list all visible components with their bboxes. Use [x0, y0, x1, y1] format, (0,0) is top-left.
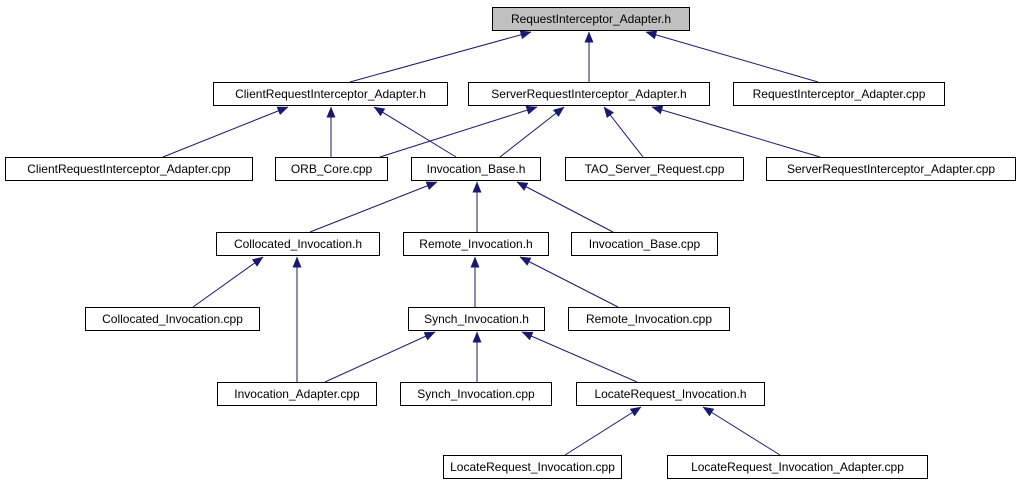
- edge-collocated-invocation-h-to-invocation-base-h: [309, 181, 438, 233]
- edge-remote-invocation-cpp-to-remote-invocation-h: [519, 256, 619, 308]
- graph-node-invocation-base-h[interactable]: Invocation_Base.h: [411, 157, 541, 181]
- graph-node-collocated-invocation-cpp[interactable]: Collocated_Invocation.cpp: [85, 307, 260, 331]
- graph-node-synch-invocation-h[interactable]: Synch_Invocation.h: [408, 307, 545, 331]
- edge-locaterequest-invocation-cpp-to-locaterequest-invocation-h: [564, 406, 642, 456]
- edge-locaterequest-invocation-adapter-cpp-to-locaterequest-invocation-h: [702, 406, 781, 456]
- graph-node-request-interceptor-adapter-cpp[interactable]: RequestInterceptor_Adapter.cpp: [733, 82, 945, 106]
- graph-node-invocation-adapter-cpp[interactable]: Invocation_Adapter.cpp: [217, 382, 377, 406]
- edge-locaterequest-invocation-h-to-synch-invocation-h: [521, 331, 638, 383]
- edge-invocation-base-cpp-to-invocation-base-h: [516, 181, 614, 233]
- graph-node-collocated-invocation-h[interactable]: Collocated_Invocation.h: [216, 232, 380, 256]
- edge-client-request-interceptor-adapter-cpp-to-client-request-interceptor-adapter-h: [162, 106, 289, 158]
- graph-node-locaterequest-invocation-h[interactable]: LocateRequest_Invocation.h: [576, 382, 765, 406]
- graph-node-orb-core-cpp[interactable]: ORB_Core.cpp: [275, 157, 388, 181]
- graph-node-locaterequest-invocation-cpp[interactable]: LocateRequest_Invocation.cpp: [443, 455, 622, 479]
- graph-node-tao-server-request-cpp[interactable]: TAO_Server_Request.cpp: [565, 157, 744, 181]
- edge-server-request-interceptor-adapter-cpp-to-server-request-interceptor-adapter-h: [651, 105, 821, 158]
- edge-invocation-adapter-cpp-to-synch-invocation-h: [324, 331, 436, 383]
- graph-node-server-request-interceptor-adapter-cpp[interactable]: ServerRequestInterceptor_Adapter.cpp: [766, 157, 1016, 181]
- edge-client-request-interceptor-adapter-h-to-request-interceptor-adapter-h: [349, 30, 532, 83]
- graph-node-server-request-interceptor-adapter-h[interactable]: ServerRequestInterceptor_Adapter.h: [468, 82, 710, 106]
- graph-node-synch-invocation-cpp[interactable]: Synch_Invocation.cpp: [400, 382, 552, 406]
- edge-collocated-invocation-cpp-to-collocated-invocation-h: [192, 256, 264, 308]
- graph-node-request-interceptor-adapter-h[interactable]: RequestInterceptor_Adapter.h: [492, 7, 690, 31]
- edge-invocation-base-h-to-client-request-interceptor-adapter-h: [373, 106, 457, 158]
- edge-invocation-base-h-to-server-request-interceptor-adapter-h: [499, 106, 565, 158]
- graph-node-locaterequest-invocation-adapter-cpp[interactable]: LocateRequest_Invocation_Adapter.cpp: [667, 455, 928, 479]
- edge-request-interceptor-adapter-cpp-to-request-interceptor-adapter-h: [645, 30, 819, 83]
- graph-node-client-request-interceptor-adapter-h[interactable]: ClientRequestInterceptor_Adapter.h: [213, 82, 448, 106]
- graph-node-client-request-interceptor-adapter-cpp[interactable]: ClientRequestInterceptor_Adapter.cpp: [5, 157, 253, 181]
- edge-orb-core-cpp-to-server-request-interceptor-adapter-h: [379, 105, 538, 158]
- graph-node-invocation-base-cpp[interactable]: Invocation_Base.cpp: [571, 232, 718, 256]
- graph-node-remote-invocation-cpp[interactable]: Remote_Invocation.cpp: [568, 307, 730, 331]
- edge-tao-server-request-cpp-to-server-request-interceptor-adapter-h: [603, 106, 644, 158]
- graph-node-remote-invocation-h[interactable]: Remote_Invocation.h: [403, 232, 549, 256]
